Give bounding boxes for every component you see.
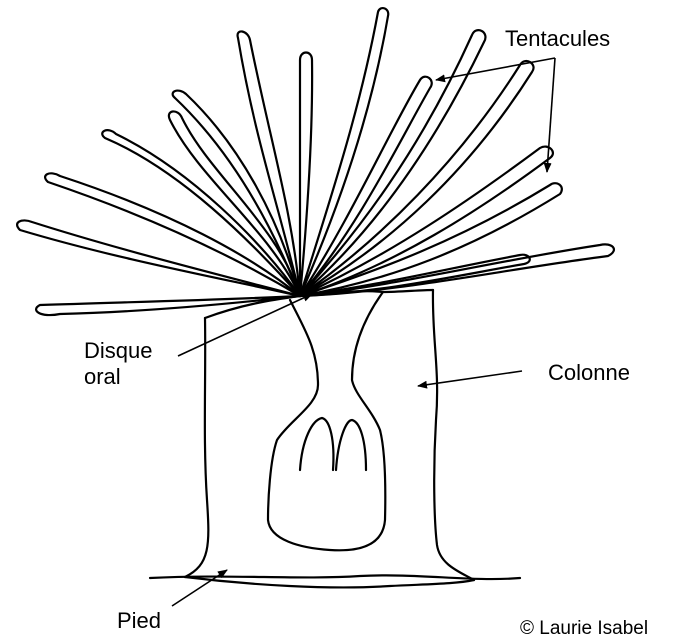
copyright-credit: © Laurie Isabel (520, 616, 648, 642)
tentacules-arrow-1 (436, 58, 555, 80)
column-left-edge (185, 318, 208, 577)
label-colonne: Colonne (548, 360, 630, 386)
inner-fold-right (336, 420, 366, 470)
tentacules-arrow-2 (547, 58, 555, 172)
label-pied: Pied (117, 608, 161, 634)
tentacles (17, 8, 614, 315)
label-tentacules: Tentacules (505, 26, 610, 52)
inner-fold-left (300, 418, 333, 470)
label-oral: oral (84, 364, 121, 390)
disque-oral-pointer (178, 294, 312, 356)
colonne-arrow (418, 371, 522, 386)
column-bottom-edge (185, 577, 474, 587)
label-disque: Disque (84, 338, 152, 364)
column-right-edge (433, 290, 474, 580)
pied-arrow (172, 570, 227, 606)
